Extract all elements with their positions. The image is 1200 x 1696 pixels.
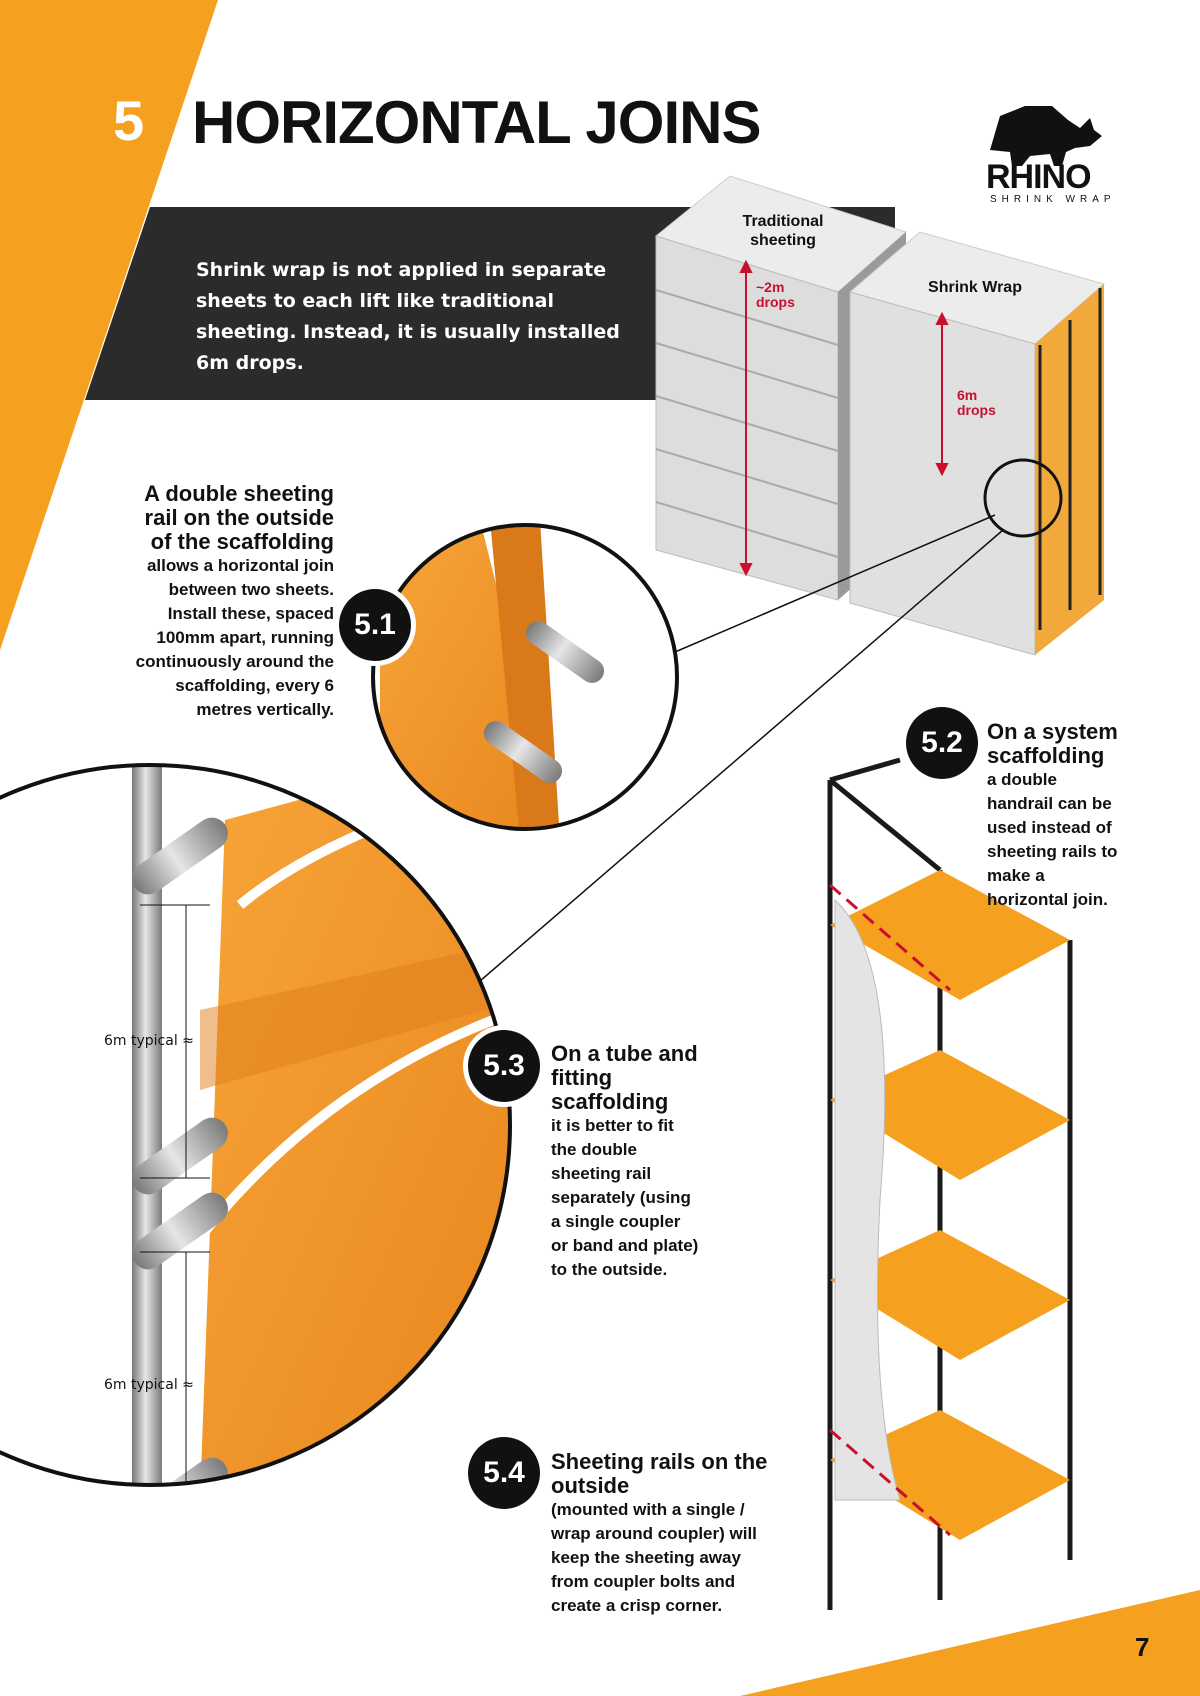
section-number: 5	[113, 89, 145, 152]
note-53-body: it is better to fit the double sheeting …	[551, 1116, 699, 1279]
page-number: 7	[1135, 1632, 1150, 1662]
orange-corner-bottom	[740, 1590, 1200, 1696]
traditional-drop-label: ~2m drops	[756, 279, 795, 310]
note-51: A double sheeting rail on the outside of…	[120, 482, 334, 722]
note-54: Sheeting rails on the outside (mounted w…	[551, 1450, 781, 1618]
typical-label-2: 6m typical ≈	[104, 1377, 194, 1393]
logo-word: RHINO	[986, 158, 1092, 196]
system-scaffold-diagram	[827, 757, 1073, 1610]
note-53: On a tube and fitting scaffolding it is …	[551, 1042, 701, 1282]
badge-51: 5.1	[339, 589, 411, 661]
note-52-body: a double handrail can be used instead of…	[987, 770, 1118, 909]
note-51-body: allows a horizontal join between two she…	[135, 556, 334, 719]
traditional-label: Traditional sheeting	[742, 213, 824, 249]
zoom-circle-53	[0, 765, 510, 1485]
shrink-drop-label: 6m drops	[957, 387, 996, 418]
decks	[830, 870, 1070, 1540]
rhino-logo-icon	[990, 106, 1102, 166]
shrink-wrap-label: Shrink Wrap	[928, 279, 1022, 296]
orange-corner-top	[0, 0, 218, 650]
badge-52: 5.2	[906, 707, 978, 779]
leader-line-51	[674, 514, 996, 653]
note-54-body: (mounted with a single / wrap around cou…	[551, 1500, 757, 1615]
leader-line-53	[457, 529, 1004, 1001]
note-52-heading: On a system scaffolding	[987, 719, 1118, 768]
logo-subtitle: SHRINK WRAP	[990, 194, 1116, 205]
shrink-wrap-diagram	[848, 231, 1106, 656]
note-51-heading: A double sheeting rail on the outside of…	[144, 481, 334, 554]
badge-53: 5.3	[468, 1030, 540, 1102]
note-54-heading: Sheeting rails on the outside	[551, 1449, 768, 1498]
page-title: HORIZONTAL JOINS	[192, 89, 761, 156]
note-53-heading: On a tube and fitting scaffolding	[551, 1041, 698, 1114]
note-52: On a system scaffolding a double handrai…	[987, 720, 1127, 912]
typical-label-1: 6m typical ≈	[104, 1033, 194, 1049]
badge-54: 5.4	[468, 1437, 540, 1509]
zoom-circle-51	[373, 525, 677, 829]
intro-text: Shrink wrap is not applied in separate s…	[196, 259, 620, 374]
